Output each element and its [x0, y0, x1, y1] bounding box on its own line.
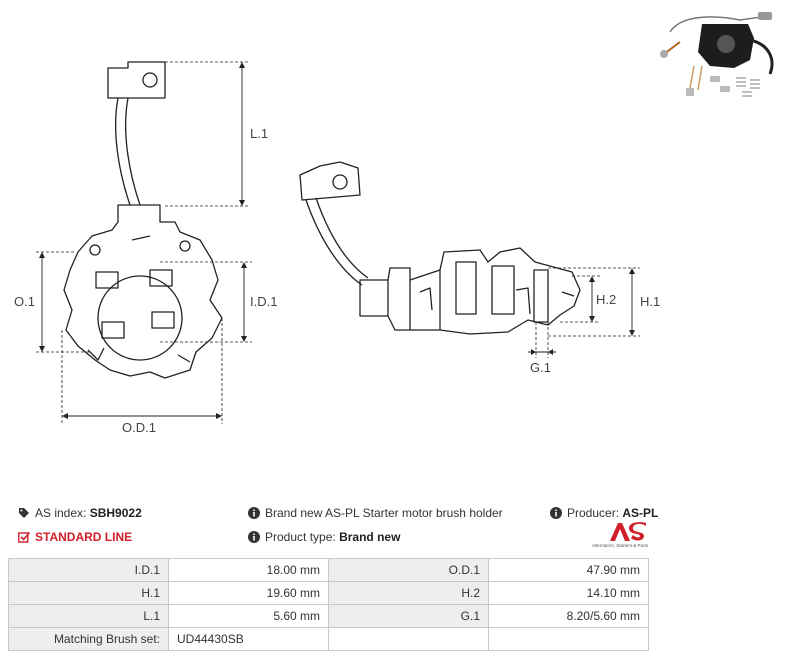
- label-o1: O.1: [14, 294, 35, 309]
- logo-tagline: Alternators, Starters & Parts: [591, 543, 648, 548]
- as-index: AS index: SBH9022: [18, 503, 142, 523]
- table-row: Matching Brush set: UD44430SB: [8, 627, 649, 651]
- as-index-value: SBH9022: [89, 506, 142, 520]
- technical-drawing: L.1 O.1 I.D.1 O.D.1 H.1 H.2 G.1: [14, 61, 660, 435]
- param-value: 19.60 mm: [168, 581, 329, 605]
- info-icon: [550, 507, 562, 519]
- param-label: Matching Brush set:: [8, 627, 169, 651]
- table-row: I.D.1 18.00 mm O.D.1 47.90 mm: [8, 558, 649, 582]
- param-value: [488, 627, 649, 651]
- param-value: 8.20/5.60 mm: [488, 604, 649, 628]
- info-icon: [248, 531, 260, 543]
- param-value: 18.00 mm: [168, 558, 329, 582]
- label-id1: I.D.1: [250, 294, 277, 309]
- checkbox-icon: [18, 531, 30, 543]
- parameters-table: I.D.1 18.00 mm O.D.1 47.90 mm H.1 19.60 …: [8, 558, 649, 651]
- label-h2: H.2: [596, 292, 616, 307]
- description: Brand new AS-PL Starter motor brush hold…: [248, 503, 503, 523]
- param-value: UD44430SB: [168, 627, 329, 651]
- param-label: G.1: [328, 604, 489, 628]
- param-value: 5.60 mm: [168, 604, 329, 628]
- as-logo: Alternators, Starters & Parts: [586, 522, 648, 552]
- as-index-label: AS index:: [35, 506, 87, 520]
- producer-label: Producer:: [567, 506, 620, 520]
- product-type-label: Product type:: [265, 530, 336, 544]
- product-type: Product type: Brand new: [248, 527, 400, 547]
- param-label: H.1: [8, 581, 169, 605]
- side-body: [359, 247, 581, 335]
- tag-icon: [19, 508, 29, 518]
- table-row: H.1 19.60 mm H.2 14.10 mm: [8, 581, 649, 605]
- front-body: [63, 204, 223, 379]
- info-icon: [248, 507, 260, 519]
- side-terminal: [299, 161, 361, 201]
- standard-line-text: STANDARD LINE: [35, 530, 133, 544]
- param-label: [328, 627, 489, 651]
- producer: Producer: AS-PL: [550, 503, 658, 523]
- param-value: 14.10 mm: [488, 581, 649, 605]
- table-row: L.1 5.60 mm G.1 8.20/5.60 mm: [8, 604, 649, 628]
- label-g1: G.1: [530, 360, 551, 375]
- label-l1: L.1: [250, 126, 268, 141]
- param-label: H.2: [328, 581, 489, 605]
- description-text: Brand new AS-PL Starter motor brush hold…: [265, 506, 503, 520]
- standard-line: STANDARD LINE: [18, 527, 132, 547]
- product-type-value: Brand new: [339, 530, 401, 544]
- param-value: 47.90 mm: [488, 558, 649, 582]
- info-row-2: STANDARD LINE Product type: Brand new: [18, 527, 782, 547]
- param-label: O.D.1: [328, 558, 489, 582]
- label-h1: H.1: [640, 294, 660, 309]
- label-od1: O.D.1: [122, 420, 156, 435]
- info-row-1: AS index: SBH9022 Brand new AS-PL Starte…: [18, 503, 782, 523]
- producer-value: AS-PL: [622, 506, 659, 520]
- product-photo: [660, 12, 774, 97]
- param-label: I.D.1: [8, 558, 169, 582]
- param-label: L.1: [8, 604, 169, 628]
- as-logo-mark: [610, 522, 646, 541]
